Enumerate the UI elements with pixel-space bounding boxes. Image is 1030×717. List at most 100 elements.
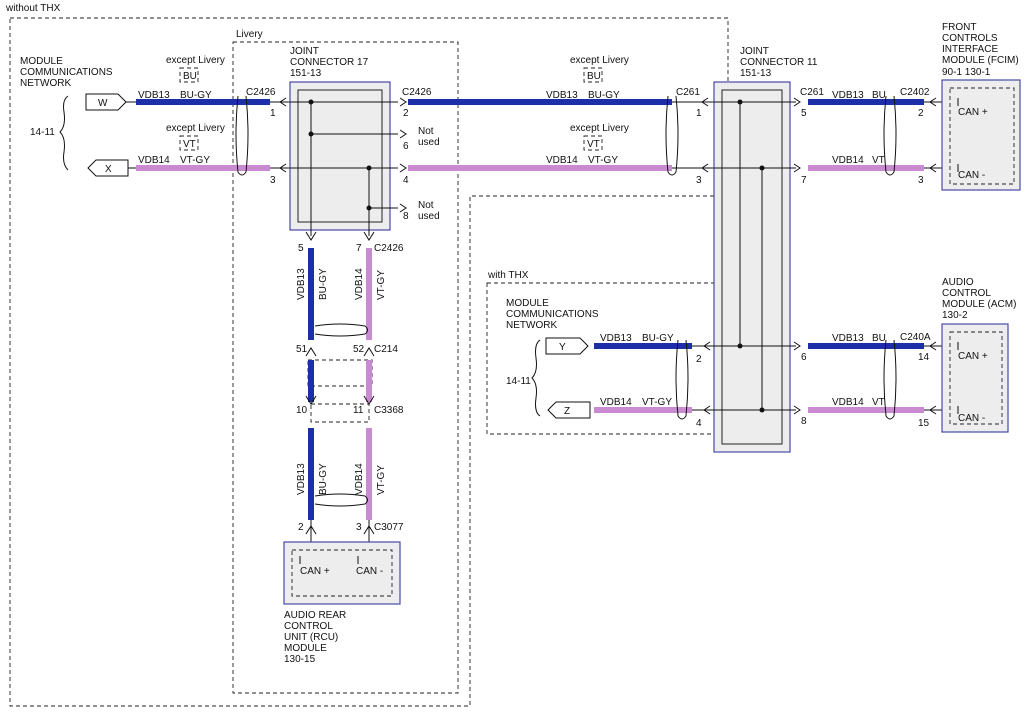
except-livery-label-2: except Livery — [166, 123, 225, 134]
jc11-title1: JOINT — [740, 46, 769, 57]
label-vt-fcim: VT — [872, 155, 885, 166]
terminal-x-label: X — [105, 164, 112, 175]
fcim-line2: CONTROLS — [942, 33, 998, 44]
jc17-title2: CONNECTOR 17 — [290, 57, 369, 68]
label-vdb13-fcim: VDB13 — [832, 90, 864, 101]
label-bugy-thx: BU-GY — [642, 333, 674, 344]
acm-line2: CONTROL — [942, 288, 991, 299]
label-vdb13-left: VDB13 — [138, 90, 170, 101]
label-bugy-mid: BU-GY — [588, 90, 620, 101]
not-used-6b: used — [418, 137, 440, 148]
c3368-pin11: 11 — [353, 405, 364, 416]
twisted-pair-shield-6 — [314, 323, 368, 337]
region-livery — [232, 41, 459, 694]
twisted-pair-shield-4 — [675, 339, 689, 420]
thx-pin4: 4 — [696, 418, 702, 429]
acm-box — [941, 323, 1009, 433]
terminal-w-label: W — [98, 98, 108, 109]
acm-inner — [949, 331, 1003, 425]
rcu-ref: 130-15 — [284, 654, 316, 665]
except-livery-box-2 — [179, 135, 199, 151]
jc11-pin6: 6 — [801, 352, 807, 363]
c214-arrows — [305, 347, 375, 357]
fcim-box — [941, 79, 1021, 191]
label-bugy-left: BU-GY — [180, 90, 212, 101]
label-vdb14-left: VDB14 — [138, 155, 170, 166]
fcim-can-plus: CAN + — [958, 107, 988, 118]
mcn-thx-line3: NETWORK — [506, 320, 557, 331]
mcn-thx-line2: COMMUNICATIONS — [506, 309, 599, 320]
label-vdb14-mid: VDB14 — [546, 155, 578, 166]
c214-c3368-link — [307, 359, 373, 387]
jc17-code: 151-13 — [290, 68, 322, 79]
label-vdb14-thx: VDB14 — [600, 397, 632, 408]
c261-left-label: C261 — [676, 87, 700, 98]
c214-pin52: 52 — [353, 344, 365, 355]
label-vdb14-vert-2: VDB14 — [354, 463, 365, 495]
mcn-top-ref: 14-11 — [30, 127, 55, 138]
label-bu-fcim: BU — [872, 90, 886, 101]
except-livery-vt-2: VT — [183, 139, 196, 150]
jc11-inner — [721, 89, 783, 445]
mcn-thx-brace — [531, 339, 541, 417]
jc11-pin7: 7 — [801, 175, 807, 186]
acm-module: AUDIO CONTROL MODULE (ACM) 130-2 CAN + C… — [941, 277, 1016, 433]
acm-line3: MODULE (ACM) — [942, 299, 1016, 310]
jc11-box — [713, 81, 791, 453]
jc11-right-arrows — [793, 97, 801, 415]
rcu-line1: AUDIO REAR — [284, 610, 346, 621]
fcim-module: FRONT CONTROLS INTERFACE MODULE (FCIM) 9… — [941, 22, 1021, 191]
label-vdb13-mid: VDB13 — [546, 90, 578, 101]
region-label-livery: Livery — [236, 29, 263, 40]
terminal-z-label: Z — [564, 406, 570, 417]
fcim-line1: FRONT — [942, 22, 976, 33]
rcu-line4: MODULE — [284, 643, 327, 654]
c2426-right-label: C2426 — [402, 87, 432, 98]
mcn-thx-ref: 14-11 — [506, 376, 531, 387]
c240a-label: C240A — [900, 332, 931, 343]
thx-pin2: 2 — [696, 354, 702, 365]
rcu-module: CAN + CAN - AUDIO REAR CONTROL UNIT (RCU… — [283, 541, 401, 665]
c2426-bottom-label: C2426 — [374, 243, 404, 254]
acm-can-plus: CAN + — [958, 351, 988, 362]
not-used-6a: Not — [418, 126, 434, 137]
mcn-top-line1: MODULE — [20, 56, 63, 67]
twisted-pair-shield-2 — [665, 95, 679, 176]
jc17-pin4: 4 — [403, 175, 409, 186]
jc17-box — [289, 81, 391, 231]
c3077-label: C3077 — [374, 522, 404, 533]
c3077-arrows — [305, 520, 375, 542]
region-without-thx — [9, 17, 729, 707]
c3077-pin3: 3 — [356, 522, 362, 533]
jc11-splice-2 — [737, 343, 743, 349]
mcn-top-line2: COMMUNICATIONS — [20, 67, 113, 78]
twisted-pair-shield-7 — [314, 493, 368, 507]
jc17-pin8: 8 — [403, 211, 409, 222]
acm-stubs — [924, 341, 942, 415]
c2426-left-arrows — [279, 97, 287, 173]
terminal-x — [87, 159, 129, 177]
jc11-internal-wiring — [714, 101, 796, 411]
not-used-8a: Not — [418, 200, 434, 211]
mcn-top: MODULE COMMUNICATIONS NETWORK 14-11 W X — [20, 56, 129, 177]
jc17-pin6: 6 — [403, 141, 409, 152]
jc17-internal-wiring — [290, 101, 398, 236]
twisted-pair-shield-1 — [235, 95, 249, 176]
c214-pin51: 51 — [296, 344, 308, 355]
acm-can-minus: CAN - — [958, 413, 985, 424]
c2426-left-pin3: 3 — [270, 175, 276, 186]
except-livery-bu-1: BU — [183, 71, 197, 82]
jc17-down-arrows — [305, 231, 375, 241]
c240a-pin14: 14 — [918, 352, 930, 363]
c261-left-stubs — [672, 101, 714, 169]
except-livery-box-4 — [583, 135, 603, 151]
label-vtgy-left: VT-GY — [180, 155, 210, 166]
fcim-line4: MODULE (FCIM) — [942, 55, 1019, 66]
c2402-pin3: 3 — [918, 175, 924, 186]
rcu-box — [283, 541, 401, 605]
fcim-line3: INTERFACE — [942, 44, 998, 55]
jc17-pin2: 2 — [403, 108, 409, 119]
except-livery-label-3: except Livery — [570, 55, 629, 66]
